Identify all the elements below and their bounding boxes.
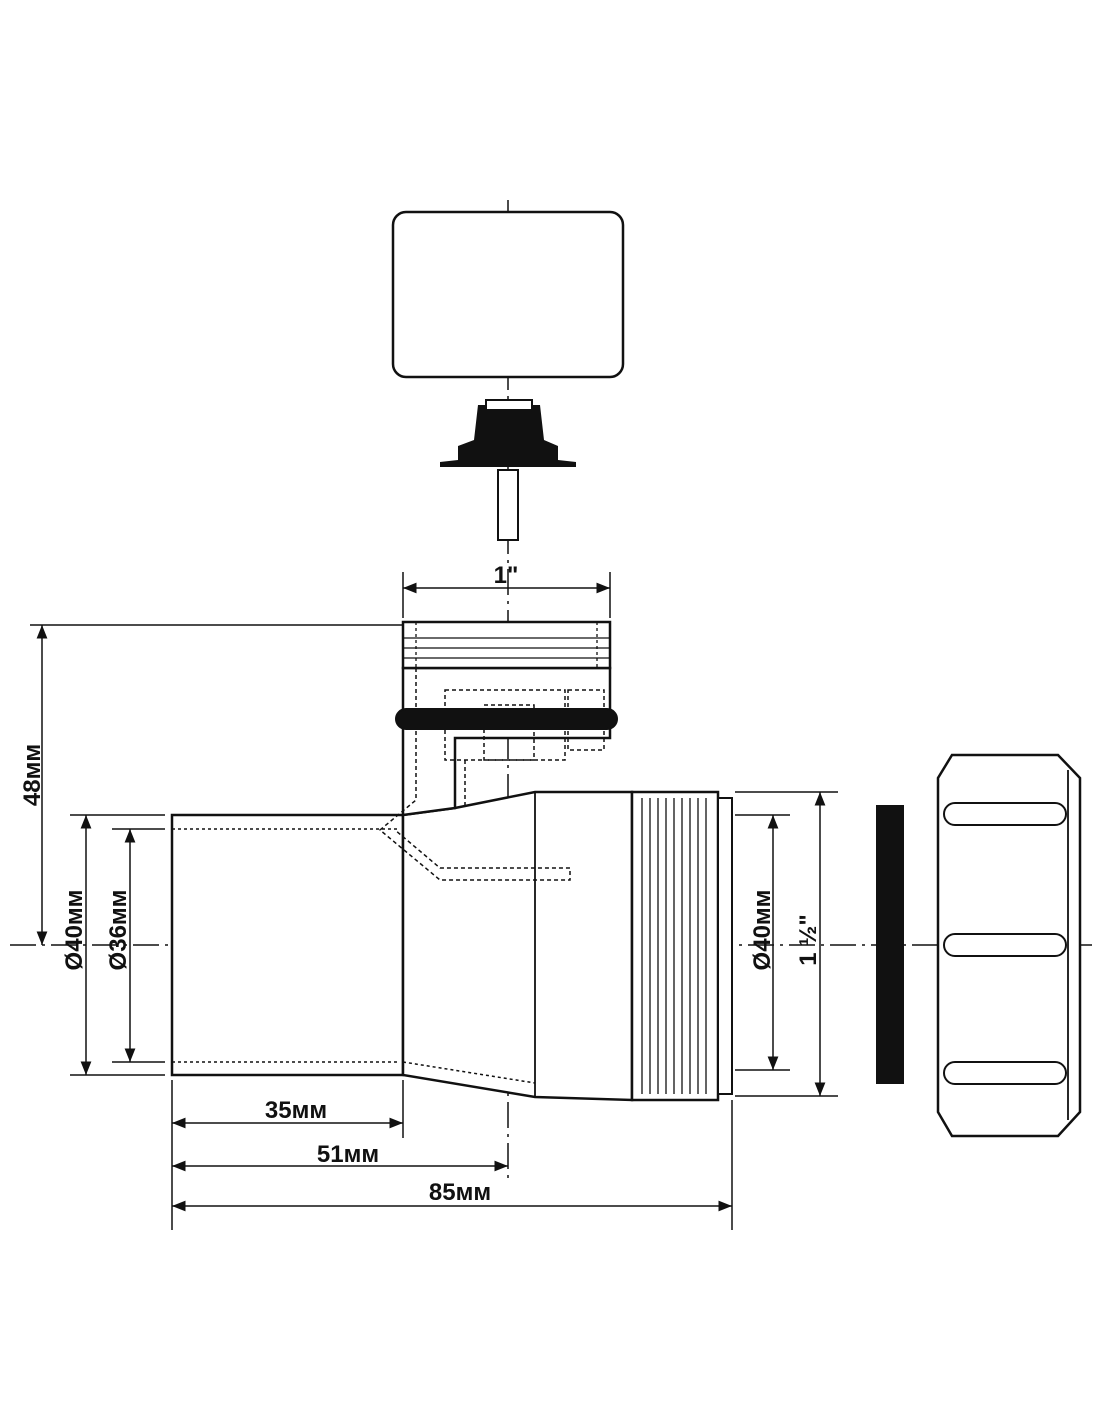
cap-body [391, 210, 625, 379]
label-height: 48мм [19, 744, 46, 806]
label-od-left: Ø40мм [61, 890, 88, 971]
label-outlet-thread: 1 ½" [795, 914, 822, 965]
left-pipe [170, 813, 405, 1077]
label-od-right: Ø40мм [749, 890, 776, 971]
label-length-51: 51мм [317, 1141, 379, 1168]
label-id-left: Ø36мм [105, 890, 132, 971]
valve-insert [440, 399, 576, 541]
union-nut [936, 753, 1082, 1138]
dimension-labels: 1" 48мм Ø40мм Ø36мм Ø40мм 1 ½" 35мм 51мм… [19, 562, 822, 1206]
outlet-thread [630, 790, 733, 1102]
o-ring [395, 708, 618, 730]
label-length-35: 35мм [265, 1097, 327, 1124]
label-inlet-thread: 1" [494, 562, 519, 589]
gasket [876, 805, 904, 1084]
cone-section [401, 790, 634, 1102]
dimension-lines [30, 572, 838, 1230]
top-thread [401, 620, 612, 670]
fitting-body [170, 620, 634, 1102]
label-length-85: 85мм [429, 1179, 491, 1206]
